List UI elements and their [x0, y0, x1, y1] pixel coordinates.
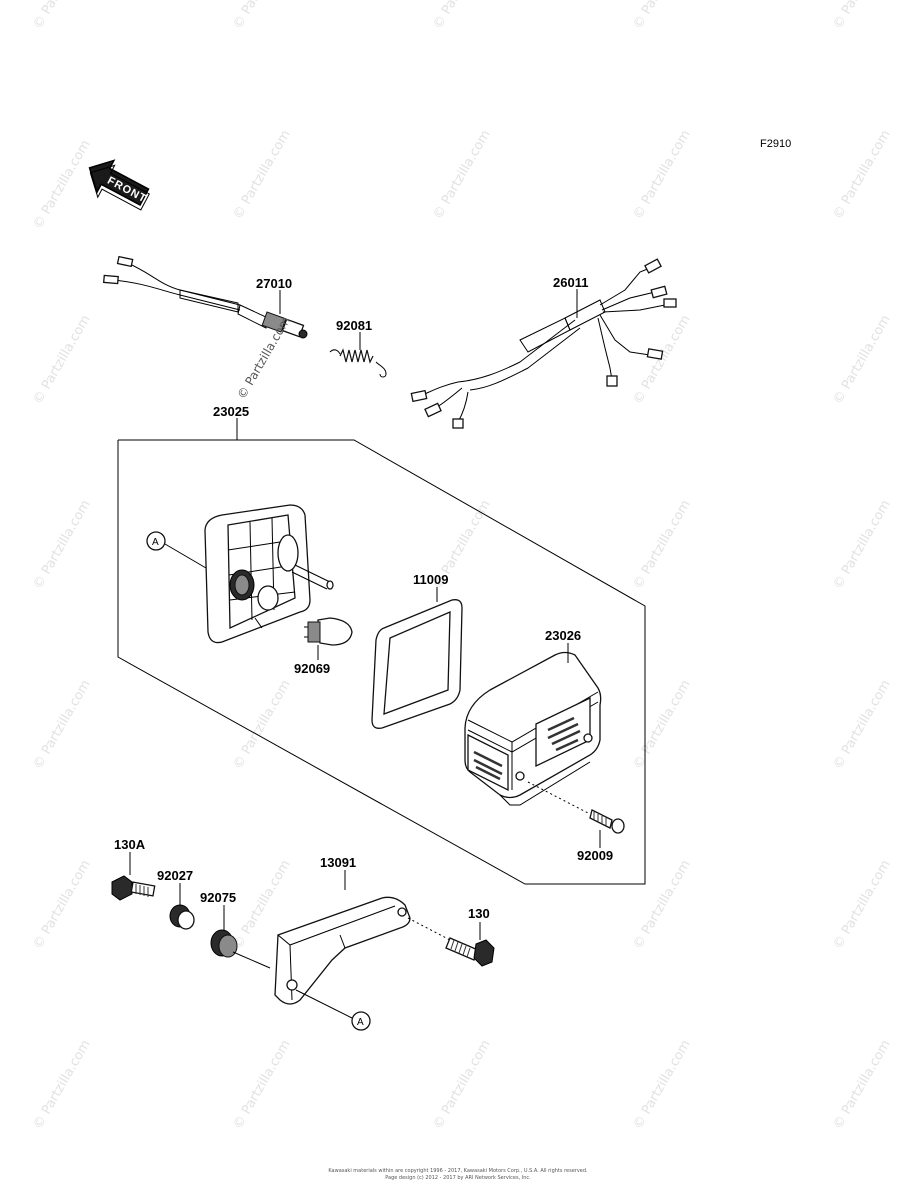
watermark: © Partzilla.com — [830, 128, 893, 222]
wire-harness-27010 — [102, 255, 308, 339]
front-arrow-icon: FRONT — [88, 159, 150, 211]
watermark: © Partzilla.com — [630, 858, 693, 952]
figure-code: F2910 — [760, 138, 791, 150]
part-label-26011[interactable]: 26011 — [553, 275, 588, 290]
leader-line — [295, 989, 353, 1019]
part-label-27010[interactable]: 27010 — [256, 276, 292, 291]
collar-92027 — [169, 904, 195, 930]
watermark: © Partzilla.com — [830, 1038, 893, 1132]
part-label-92081[interactable]: 92081 — [336, 318, 372, 333]
bracket-13091 — [274, 896, 411, 1005]
watermark: © Partzilla.com — [630, 128, 693, 222]
gasket-11009 — [371, 599, 463, 729]
watermark: © Partzilla.com — [830, 498, 893, 592]
screw-92009 — [527, 781, 625, 834]
watermark: © Partzilla.com — [30, 0, 93, 32]
watermark-layer: © Partzilla.com © Partzilla.com © Partzi… — [30, 0, 893, 1132]
watermark: © Partzilla.com — [230, 0, 293, 32]
watermark: © Partzilla.com — [30, 138, 93, 232]
watermark: © Partzilla.com — [830, 858, 893, 952]
watermark: © Partzilla.com — [430, 0, 493, 32]
assembly-outline-23025 — [117, 439, 646, 885]
grommet-92075 — [210, 929, 238, 958]
copyright-line-1: Kawasaki materials within are copyright … — [328, 1168, 588, 1174]
part-label-92009[interactable]: 92009 — [577, 848, 613, 863]
watermark: © Partzilla.com — [30, 1038, 93, 1132]
part-label-92069[interactable]: 92069 — [294, 661, 330, 676]
watermark: © Partzilla.com — [830, 0, 893, 32]
part-label-92075[interactable]: 92075 — [200, 890, 236, 905]
watermark: © Partzilla.com — [630, 498, 693, 592]
part-label-130a[interactable]: 130A — [114, 837, 146, 852]
leader-line — [164, 543, 207, 569]
watermark: © Partzilla.com — [630, 1038, 693, 1132]
watermark: © Partzilla.com — [430, 128, 493, 222]
reference-marker-a — [146, 531, 166, 551]
part-label-92027[interactable]: 92027 — [157, 868, 193, 883]
part-label-23025[interactable]: 23025 — [213, 404, 249, 419]
lamp-housing — [204, 504, 334, 644]
watermark: © Partzilla.com — [30, 498, 93, 592]
watermark: © Partzilla.com — [830, 313, 893, 407]
reference-marker-label: A — [152, 537, 159, 548]
bolt-130a — [111, 875, 156, 901]
watermark: © Partzilla.com — [630, 313, 693, 407]
part-label-11009[interactable]: 11009 — [413, 572, 448, 587]
lens-23026 — [464, 651, 602, 806]
bolt-130 — [407, 917, 495, 967]
part-label-23026[interactable]: 23026 — [545, 628, 581, 643]
watermark: © Partzilla.com — [830, 678, 893, 772]
reference-marker-a — [351, 1011, 371, 1031]
part-label-130[interactable]: 130 — [468, 906, 490, 921]
spring-92081 — [329, 348, 387, 378]
watermark: © Partzilla.com — [30, 678, 93, 772]
watermark: © Partzilla.com — [630, 678, 693, 772]
watermark: © Partzilla.com — [30, 858, 93, 952]
watermark: © Partzilla.com — [230, 128, 293, 222]
wire-harness-26011 — [410, 258, 677, 429]
watermark: © Partzilla.com — [30, 313, 93, 407]
watermark: © Partzilla.com — [630, 0, 693, 32]
watermark: © Partzilla.com — [230, 1038, 293, 1132]
watermark: © Partzilla.com — [430, 1038, 493, 1132]
reference-marker-label: A — [357, 1017, 364, 1028]
part-label-13091[interactable]: 13091 — [320, 855, 356, 870]
bulb-92069 — [304, 617, 353, 646]
copyright-line-2: Page design (c) 2012 - 2017 by ARI Netwo… — [385, 1175, 531, 1181]
leader-line — [232, 951, 271, 969]
